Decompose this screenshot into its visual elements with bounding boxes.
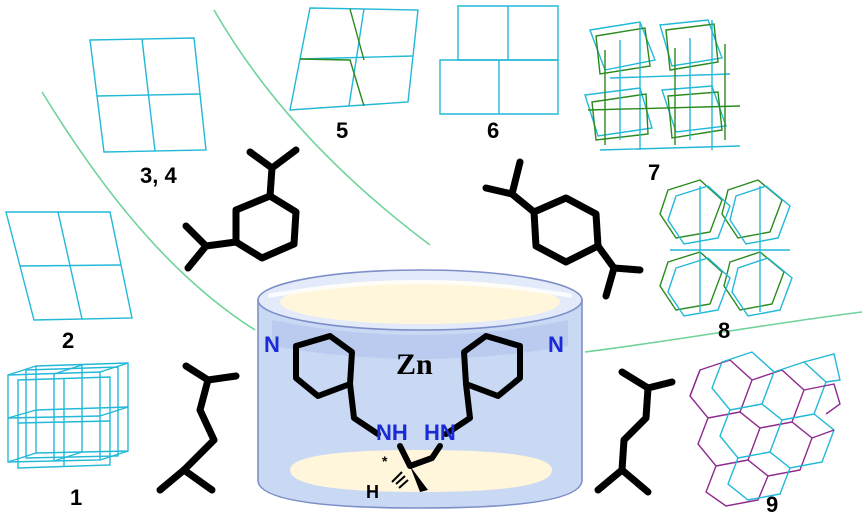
label-3-4: 3, 4 <box>140 163 177 188</box>
net-9 <box>689 351 841 507</box>
zn-label: Zn <box>396 348 433 381</box>
label-2: 2 <box>62 328 74 353</box>
ligand-core <box>293 333 523 492</box>
label-5: 5 <box>336 118 348 143</box>
label-6: 6 <box>487 118 499 143</box>
net-6 <box>439 5 559 115</box>
linker-adipate <box>594 368 676 496</box>
amine-right: HN <box>424 420 456 445</box>
cylinder-highlight <box>267 280 573 298</box>
label-7: 7 <box>648 160 660 185</box>
nitrogen-left: N <box>264 332 280 357</box>
net-7 <box>584 19 741 151</box>
linker-terephthalate <box>482 158 644 300</box>
amine-left: NH <box>376 420 408 445</box>
net-8 <box>659 179 793 317</box>
divider-curve-left <box>41 91 256 331</box>
label-9: 9 <box>766 492 778 517</box>
label-8: 8 <box>718 318 730 343</box>
chiral-star: * <box>382 453 388 469</box>
cylinder-inner-lower <box>290 450 552 492</box>
nitrogen-right: N <box>548 332 564 357</box>
linker-muconate <box>156 362 240 494</box>
label-1: 1 <box>70 485 82 510</box>
net-5 <box>289 7 419 111</box>
net-2 <box>5 211 133 321</box>
linker-isophthalate <box>182 146 300 272</box>
methyl-wedge <box>410 466 428 492</box>
cylinder-top-inner <box>280 280 560 324</box>
net-3-4 <box>89 37 207 153</box>
hash-bond <box>391 471 409 489</box>
hydrogen-label: H <box>366 482 379 502</box>
net-1 <box>7 362 129 469</box>
divider-curve-top <box>213 9 431 246</box>
zn-cylinder <box>257 269 583 509</box>
divider-curve-right <box>584 311 863 353</box>
divider-curves <box>41 9 863 353</box>
